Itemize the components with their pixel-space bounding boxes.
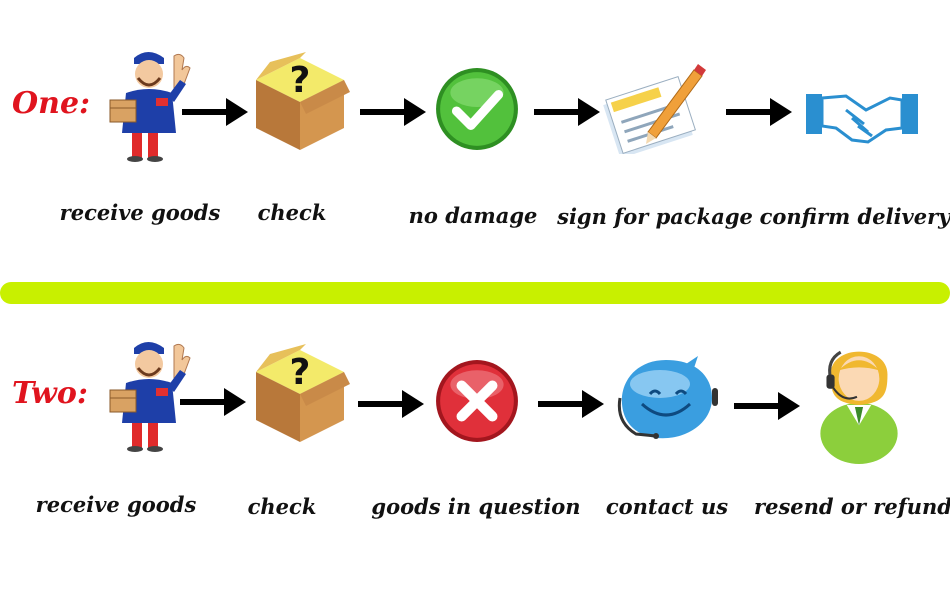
step-label: check [257, 200, 327, 225]
arrow-icon [360, 92, 430, 132]
question-box-icon [256, 344, 350, 442]
step-label: goods in question [371, 494, 581, 519]
row-one-label: One: [12, 86, 91, 121]
arrow-icon [182, 92, 252, 132]
step-label: no damage [408, 203, 538, 228]
step-label: contact us [605, 494, 729, 519]
step-label: receive goods [35, 492, 197, 517]
section-divider [0, 282, 950, 304]
document-pencil-icon [601, 62, 708, 154]
arrow-icon [734, 386, 804, 426]
arrow-icon [534, 92, 604, 132]
arrow-icon [538, 384, 608, 424]
step-label: confirm delivery [759, 204, 950, 229]
chat-headset-icon [617, 354, 720, 441]
x-mark-icon [434, 358, 520, 444]
row-two-label: Two: [12, 376, 88, 411]
step-label: resend or refund [754, 494, 950, 519]
question-box-icon [256, 52, 350, 150]
arrow-icon [726, 92, 796, 132]
step-label: receive goods [59, 200, 221, 225]
step-label: sign for package [557, 204, 753, 229]
arrow-icon [358, 384, 428, 424]
checkmark-icon [434, 66, 520, 152]
handshake-icon [806, 92, 918, 144]
arrow-icon [180, 382, 250, 422]
step-label: check [247, 494, 317, 519]
support-agent-icon [818, 350, 900, 466]
